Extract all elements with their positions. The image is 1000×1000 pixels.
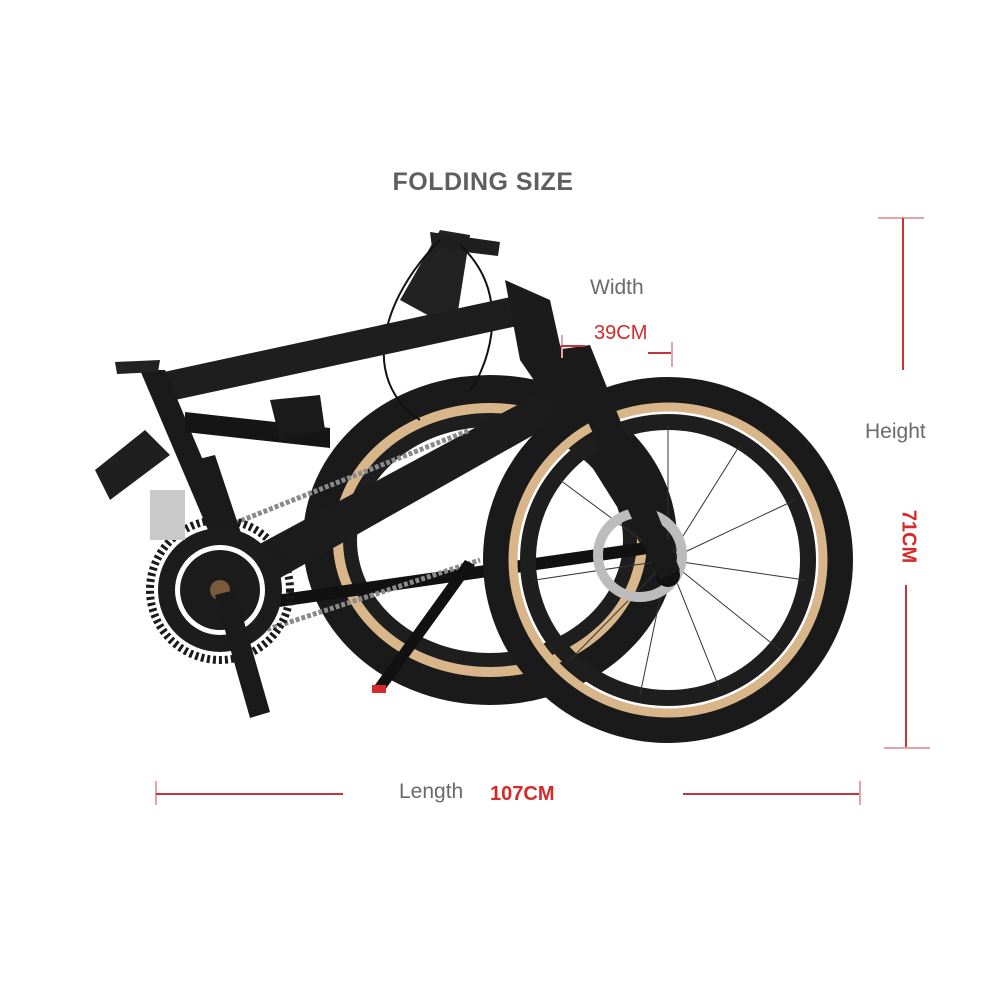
width-dimension-left-cap (561, 335, 563, 358)
chainring (146, 516, 294, 664)
length-label: Length (399, 780, 464, 803)
width-dimension-left-line (561, 345, 585, 347)
width-value: 39CM (594, 322, 648, 344)
width-dimension-right-line (648, 352, 672, 354)
length-dimension-right-cap (859, 781, 861, 805)
height-label: Height (865, 420, 926, 443)
height-dimension-top-cap (878, 217, 924, 219)
front-wheel (483, 377, 853, 743)
length-value: 107CM (490, 783, 555, 805)
height-dimension-bottom-line (905, 585, 907, 748)
length-dimension-left-line (156, 793, 343, 795)
width-dimension-right-cap (671, 342, 673, 367)
width-label: Width (590, 276, 644, 299)
page-title: FOLDING SIZE (392, 168, 574, 196)
height-dimension-bottom-cap (884, 747, 930, 749)
height-value: 71CM (897, 509, 920, 564)
height-dimension-top-line (902, 218, 904, 370)
length-dimension-right-line (683, 793, 860, 795)
